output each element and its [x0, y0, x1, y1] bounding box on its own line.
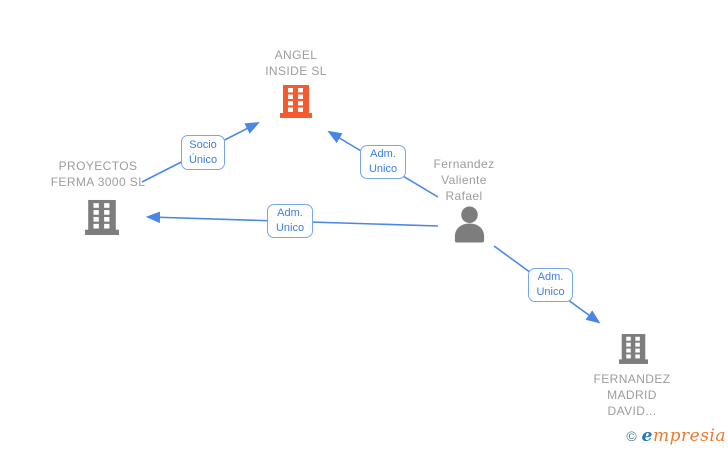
- edge-label-adm-unico-proyectos: Adm. Unico: [267, 204, 313, 238]
- building-icon-gray[interactable]: [619, 331, 648, 367]
- empresia-logo[interactable]: © empresia: [626, 425, 726, 447]
- edge-label-adm-unico-fernandez: Adm. Unico: [528, 268, 573, 302]
- edge-label-adm-unico-angel: Adm. Unico: [360, 145, 406, 179]
- copyright-icon: ©: [626, 428, 637, 444]
- node-label-proyectos-ferma-3000-sl[interactable]: PROYECTOS FERMA 3000 SL: [50, 159, 146, 189]
- brand-wordmark: empresia: [641, 426, 726, 446]
- node-label-fernandez-valiente-rafael[interactable]: Fernandez Valiente Rafael: [433, 157, 495, 203]
- edge-label-socio-unico: Socio Único: [181, 135, 225, 170]
- node-label-fernandez-madrid-david[interactable]: FERNANDEZ MADRID DAVID...: [593, 372, 671, 418]
- building-icon-gray[interactable]: [85, 197, 119, 238]
- person-icon[interactable]: [452, 206, 487, 243]
- building-icon-orange[interactable]: [280, 85, 312, 118]
- node-label-angel-inside-sl[interactable]: ANGEL INSIDE SL: [265, 48, 327, 78]
